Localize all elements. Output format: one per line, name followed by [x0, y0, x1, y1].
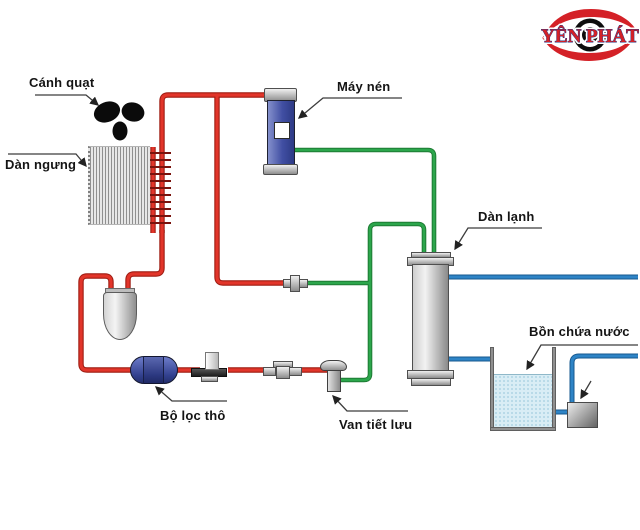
sightglass-cylinder: [205, 352, 219, 370]
yen-phat-logo: YÊN PHÁT YÊN PHÁT: [540, 9, 640, 61]
tank-wall-left: [490, 347, 494, 431]
tank-bottom: [490, 427, 556, 431]
valve-fitting-stub-right: [289, 367, 302, 376]
water-pump: [567, 402, 598, 428]
valve-fitting-stub-left: [263, 367, 276, 376]
compressor-bottom-cap: [263, 164, 298, 175]
fan-icon: [93, 101, 145, 141]
logo-text-halo: YÊN PHÁT: [541, 25, 639, 47]
valve-fitting-body: [276, 366, 290, 379]
logo-text: YÊN PHÁT: [541, 25, 639, 47]
label-condenser: Dàn ngưng: [5, 157, 77, 172]
coarse-filter: [130, 356, 178, 384]
compressor-sight-window: [274, 122, 290, 139]
evaporator-bottom-flange-lower: [411, 378, 451, 386]
expansion-valve-cap: [320, 360, 347, 371]
sightglass-fitting-flange: [201, 376, 218, 382]
logo-pupil: [585, 30, 595, 40]
leader-lines: [8, 94, 638, 412]
evaporator-body: [412, 264, 449, 372]
water-pipes: [448, 274, 638, 415]
label-coarse-filter: Bộ lọc thô: [160, 408, 226, 423]
logo-swoosh-top: [542, 9, 638, 39]
tee-fitting-stem: [290, 275, 300, 292]
tank-wall-right: [552, 347, 556, 431]
logo-ring: [578, 23, 602, 47]
tank-water: [494, 374, 552, 428]
receiver-tank: [103, 292, 137, 340]
expansion-valve-stem: [327, 369, 341, 392]
label-evaporator: Dàn lạnh: [478, 209, 535, 224]
label-water-tank: Bồn chứa nước: [529, 324, 630, 339]
condenser-fins: [88, 146, 150, 225]
compressor-body: [267, 100, 295, 166]
condenser-coil: [149, 152, 171, 224]
label-fan: Cánh quạt: [29, 75, 95, 90]
label-expansion-valve: Van tiết lưu: [339, 417, 413, 432]
green-pipes: [292, 147, 437, 383]
label-compressor: Máy nén: [337, 79, 391, 94]
logo-swoosh-bottom: [542, 31, 638, 61]
coarse-filter-band: [143, 356, 164, 384]
